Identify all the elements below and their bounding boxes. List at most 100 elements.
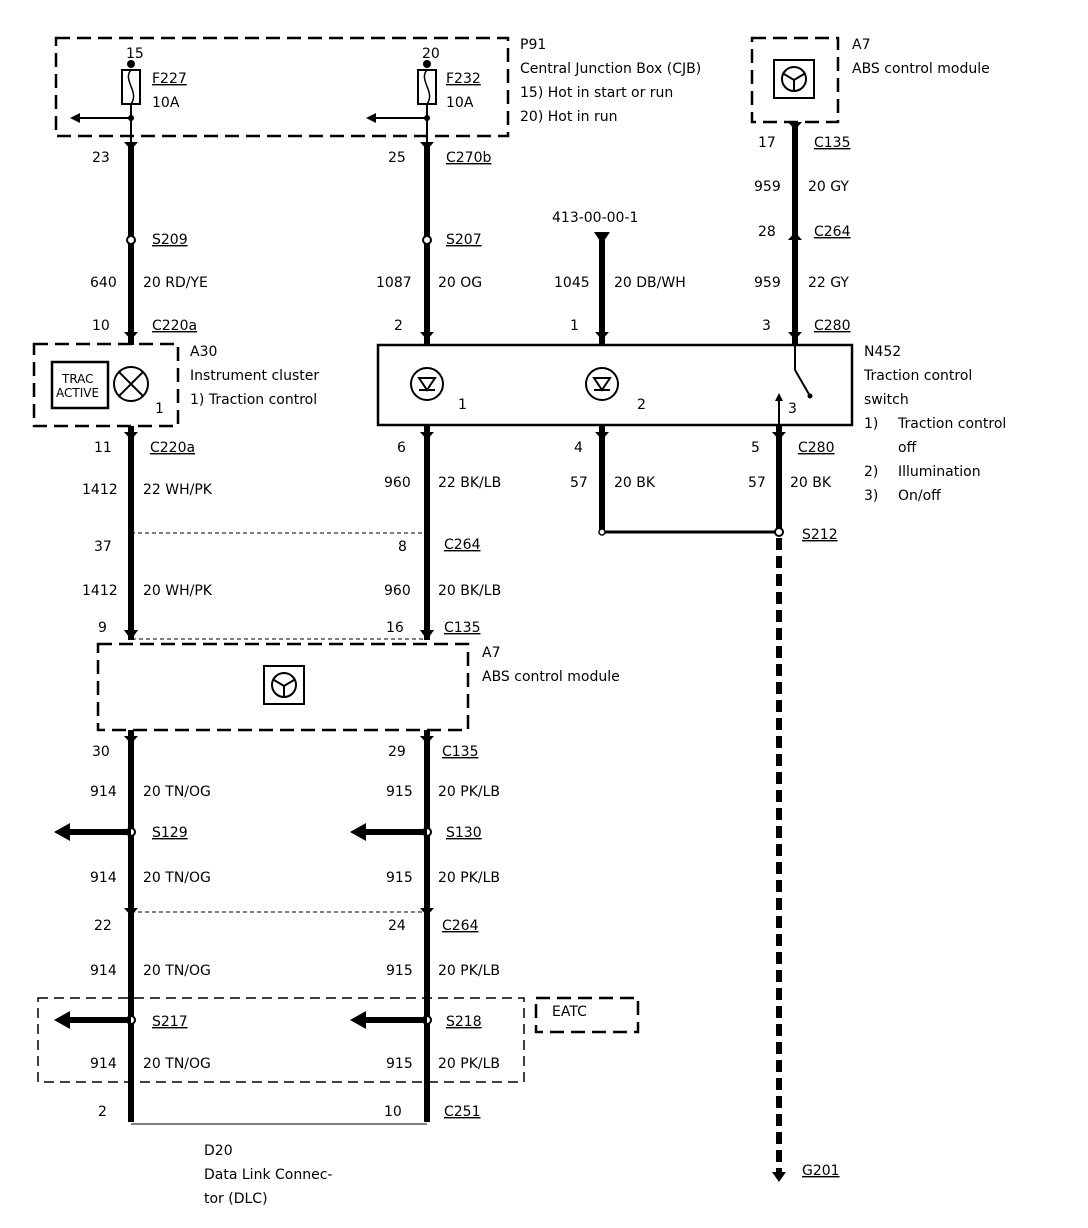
- w2-pin8: 8: [398, 539, 407, 555]
- splice-s207: [422, 235, 432, 245]
- w1-pin22: 22: [94, 918, 112, 934]
- c270b-label: C270b: [446, 150, 491, 166]
- w2-circuit6: 915: [386, 963, 413, 979]
- abs-mid-name: ABS control module: [482, 669, 620, 685]
- w4-circuit3: 57: [748, 475, 766, 491]
- w2-pin29: 29: [388, 744, 406, 760]
- dlc-id: D20: [204, 1143, 233, 1159]
- cluster-pin: 1: [155, 401, 164, 417]
- active-label: ACTIVE: [56, 386, 99, 400]
- w1-pin9: 9: [98, 620, 107, 636]
- w2-gauge6: 20 PK/LB: [438, 963, 500, 979]
- cjb-note-20: 20) Hot in run: [520, 109, 617, 125]
- w3-circuit2: 57: [570, 475, 588, 491]
- eatc-box: [534, 996, 640, 1034]
- fuse1-name: F227: [152, 71, 187, 87]
- fuse2-terminal: [423, 60, 431, 68]
- s218-arrow-icon: [350, 1011, 366, 1029]
- w1-pin2: 2: [98, 1104, 107, 1120]
- abs-mid-id: A7: [482, 645, 500, 661]
- wire3-connector-c280-bot: [595, 432, 609, 440]
- c220a-bot-label: C220a: [150, 440, 195, 456]
- wire2-connector-c270b: [420, 142, 434, 150]
- c264-top-label: C264: [814, 224, 851, 240]
- switch-name-2: switch: [864, 392, 909, 408]
- wire2-connector-c280-bot: [420, 432, 434, 440]
- w4-pin3: 3: [762, 318, 771, 334]
- w2-gauge4: 20 PK/LB: [438, 784, 500, 800]
- cjb-pin-15: 15: [126, 46, 144, 62]
- switch-note1-cont: off: [898, 440, 917, 456]
- w2-pin25: 25: [388, 150, 406, 166]
- w3-pin4: 4: [574, 440, 583, 456]
- c135-low-label: C135: [442, 744, 479, 760]
- abs-top-symbol-mark: [783, 73, 805, 91]
- eatc-label: EATC: [552, 1004, 587, 1020]
- ref-arrow-icon: [594, 232, 610, 244]
- w4-gauge3: 20 BK: [790, 475, 832, 491]
- trac-active-indicator: [50, 360, 110, 410]
- w4-gauge2: 22 GY: [808, 275, 849, 291]
- dlc-name-1: Data Link Connec-: [204, 1167, 332, 1183]
- c280-top-label: C280: [814, 318, 851, 334]
- c135-top-label: C135: [814, 135, 851, 151]
- w1-circuit5: 914: [90, 870, 117, 886]
- trac-label: TRAC: [61, 372, 94, 386]
- w1-circuit2: 1412: [82, 482, 118, 498]
- wire4-connector-c280-bot: [772, 432, 786, 440]
- abs-top-symbol-icon: [773, 59, 815, 99]
- s207-label: S207: [446, 232, 482, 248]
- w2-circuit4: 915: [386, 784, 413, 800]
- c264-low-connector: [131, 912, 427, 920]
- w3-pin1: 1: [570, 318, 579, 334]
- w2-circuit2: 960: [384, 475, 411, 491]
- w1-pin11: 11: [94, 440, 112, 456]
- fuse1-feed-arrow-icon: [70, 113, 80, 123]
- w2-pin10: 10: [384, 1104, 402, 1120]
- s218-label: S218: [446, 1014, 482, 1030]
- s217-arrow-icon: [54, 1011, 70, 1029]
- c251-label: C251: [444, 1104, 481, 1120]
- wire4-connector-c264: [788, 232, 802, 240]
- cluster-id: A30: [190, 344, 217, 360]
- w2-pin6: 6: [397, 440, 406, 456]
- switch-pin3: 3: [788, 401, 797, 417]
- wire2-connector-c280-top: [420, 332, 434, 340]
- w3-circuit: 1045: [554, 275, 590, 291]
- wire1-connector-c220a-bot: [124, 432, 138, 440]
- wire1-connector-c135-low: [124, 736, 138, 744]
- cluster-note: 1) Traction control: [190, 392, 317, 408]
- s129-arrow-icon: [54, 823, 70, 841]
- abs-mid-symbol-icon: [263, 665, 305, 705]
- fuse2-splice-dot: [424, 115, 430, 121]
- w2-gauge5: 20 PK/LB: [438, 870, 500, 886]
- w2-gauge: 20 OG: [438, 275, 482, 291]
- switch-id: N452: [864, 344, 901, 360]
- cluster-name: Instrument cluster: [190, 368, 319, 384]
- w2-gauge7: 20 PK/LB: [438, 1056, 500, 1072]
- splice-pack-box: [37, 997, 525, 1083]
- wire2-connector-c135-mid: [420, 630, 434, 640]
- w3-gauge2: 20 BK: [614, 475, 656, 491]
- abs-top-id: A7: [852, 37, 870, 53]
- splice-s209: [126, 235, 136, 245]
- w2-gauge2: 22 BK/LB: [438, 475, 501, 491]
- abs-mid-box: [96, 642, 470, 732]
- switch-contact-arm-icon: [794, 369, 811, 397]
- switch-pin2: 2: [637, 397, 646, 413]
- fuse1-splice-dot: [128, 115, 134, 121]
- w1-gauge7: 20 TN/OG: [143, 1056, 211, 1072]
- fuse2-name: F232: [446, 71, 481, 87]
- fuse1-terminal: [127, 60, 135, 68]
- switch-led1-mark: [417, 377, 437, 392]
- w1-circuit: 640: [90, 275, 117, 291]
- c264-mid-connector: [130, 532, 428, 640]
- fuse2-element-icon: [423, 69, 431, 105]
- w1-circuit7: 914: [90, 1056, 117, 1072]
- w4-pin28: 28: [758, 224, 776, 240]
- wire1-connector-c270b: [124, 142, 138, 150]
- w1-gauge2: 22 WH/PK: [143, 482, 213, 498]
- w2-gauge3: 20 BK/LB: [438, 583, 501, 599]
- w1-gauge3: 20 WH/PK: [143, 583, 213, 599]
